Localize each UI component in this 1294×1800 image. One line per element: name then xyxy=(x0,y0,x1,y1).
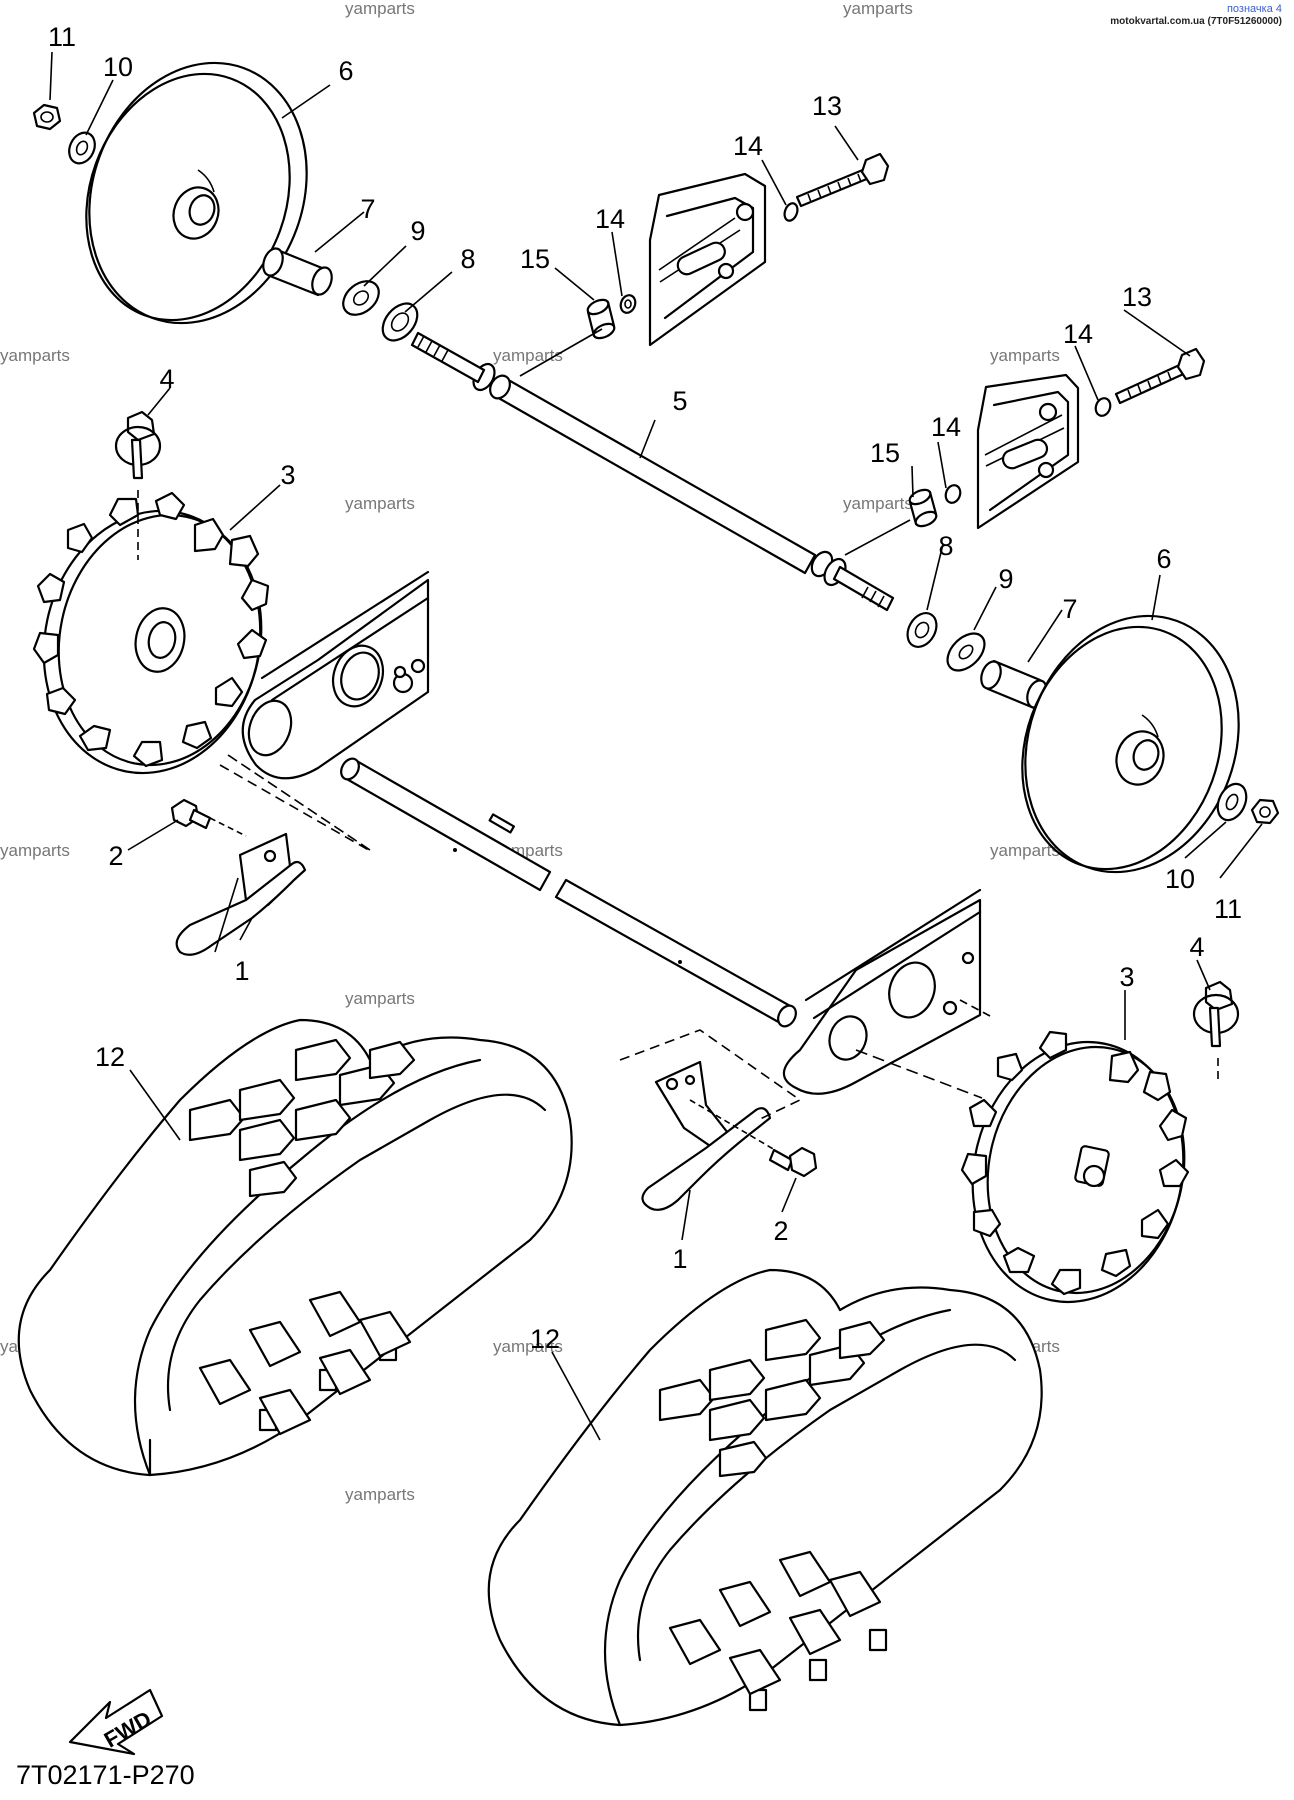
watermark: yamparts xyxy=(0,841,70,860)
badge-line-1: позначка 4 xyxy=(1227,3,1282,15)
callout-labels: 11 10 6 7 9 8 15 14 14 13 13 14 5 4 3 14… xyxy=(48,22,1242,1354)
callout-7: 7 xyxy=(360,194,375,224)
callout-14: 14 xyxy=(733,131,763,161)
watermark: yamparts xyxy=(345,989,415,1008)
track-belt-left xyxy=(17,1018,573,1477)
callout-12: 12 xyxy=(95,1042,125,1072)
bushing-15-lower xyxy=(844,488,938,556)
callout-7: 7 xyxy=(1062,594,1077,624)
callout-10: 10 xyxy=(103,52,133,82)
callout-14: 14 xyxy=(1063,319,1093,349)
nut-11-left xyxy=(32,103,62,131)
bracket-plate-lower xyxy=(976,373,1080,530)
watermark: yamparts xyxy=(345,494,415,513)
washer-14-upper-b xyxy=(619,294,637,314)
slider-1-left xyxy=(175,832,307,956)
watermark: yamparts xyxy=(843,0,913,18)
cross-shaft xyxy=(340,757,797,1028)
watermark: yamparts xyxy=(493,1337,563,1356)
watermark: yamparts xyxy=(990,841,1060,860)
bushing-15-upper xyxy=(519,298,616,377)
washer-9-right xyxy=(946,632,986,672)
track-guide-teeth xyxy=(198,1290,412,1436)
callout-15: 15 xyxy=(520,244,550,274)
watermark: yamparts xyxy=(0,346,70,365)
bolt-2-left xyxy=(170,798,247,837)
callout-11: 11 xyxy=(48,22,76,52)
track-guide-teeth xyxy=(668,1550,882,1696)
callout-2: 2 xyxy=(108,841,123,871)
callout-8: 8 xyxy=(460,244,475,274)
collar-7-left xyxy=(262,247,333,297)
callout-9: 9 xyxy=(410,216,425,246)
bracket-plate-upper xyxy=(648,172,767,347)
callout-4: 4 xyxy=(1189,932,1204,962)
callout-6: 6 xyxy=(338,56,353,86)
lock-pin-4-right xyxy=(1192,980,1240,1080)
lock-pin-4-left xyxy=(114,410,162,560)
washer-14-lower-b xyxy=(944,484,962,504)
callout-2: 2 xyxy=(773,1216,788,1246)
washer-10-left xyxy=(68,131,96,165)
idler-wheel-right xyxy=(1021,614,1240,874)
callout-1: 1 xyxy=(672,1244,687,1274)
axle-shaft xyxy=(410,331,895,612)
callout-9: 9 xyxy=(998,564,1013,594)
watermark: yamparts xyxy=(990,346,1060,365)
callout-13: 13 xyxy=(812,91,842,121)
washer-10-right xyxy=(1216,782,1248,822)
leader-lines xyxy=(49,51,1263,1441)
callout-14: 14 xyxy=(931,412,961,442)
track-lugs xyxy=(658,1318,886,1478)
track-frame-lower xyxy=(782,888,991,1099)
callout-5: 5 xyxy=(672,386,687,416)
callout-13: 13 xyxy=(1122,282,1152,312)
watermark: yamparts xyxy=(493,346,563,365)
bolt-13-upper xyxy=(795,152,890,208)
slider-1-right xyxy=(641,1060,772,1211)
diagram-code: 7T02171-P270 xyxy=(16,1760,195,1790)
washer-14-upper-a xyxy=(783,202,799,222)
bolt-13-lower xyxy=(1114,347,1206,405)
callout-11: 11 xyxy=(1214,894,1242,924)
drive-sprocket-right xyxy=(960,1030,1190,1304)
spacer-8-right xyxy=(906,612,938,648)
callout-1: 1 xyxy=(234,956,249,986)
forward-direction-arrow: FWD xyxy=(68,1688,164,1756)
washer-14-lower-a xyxy=(1094,397,1112,417)
watermark: yamparts xyxy=(345,1485,415,1504)
callout-14: 14 xyxy=(595,204,625,234)
track-lugs xyxy=(188,1038,416,1198)
source-badge: позначка 4 motokvartal.com.ua (7T0F51260… xyxy=(1110,3,1282,27)
washer-9-left xyxy=(342,280,380,316)
callout-4: 4 xyxy=(159,364,174,394)
spacer-8-left xyxy=(381,302,419,342)
callout-10: 10 xyxy=(1165,864,1195,894)
callout-15: 15 xyxy=(870,438,900,468)
callout-8: 8 xyxy=(938,531,953,561)
watermark: yamparts xyxy=(843,494,913,513)
assembly-guide-line xyxy=(619,1029,802,1121)
nut-11-right xyxy=(1250,798,1280,825)
track-belt-right xyxy=(487,1268,1043,1727)
callout-3: 3 xyxy=(280,460,295,490)
callout-12: 12 xyxy=(530,1324,560,1354)
bolt-2-right xyxy=(689,1099,818,1178)
track-frame-upper xyxy=(219,570,430,853)
watermark: yamparts xyxy=(345,0,415,18)
badge-line-2: motokvartal.com.ua (7T0F51260000) xyxy=(1110,16,1282,27)
drive-sprocket-left xyxy=(32,491,270,775)
callout-3: 3 xyxy=(1119,962,1134,992)
idler-wheel-left xyxy=(85,61,308,325)
callout-6: 6 xyxy=(1156,544,1171,574)
